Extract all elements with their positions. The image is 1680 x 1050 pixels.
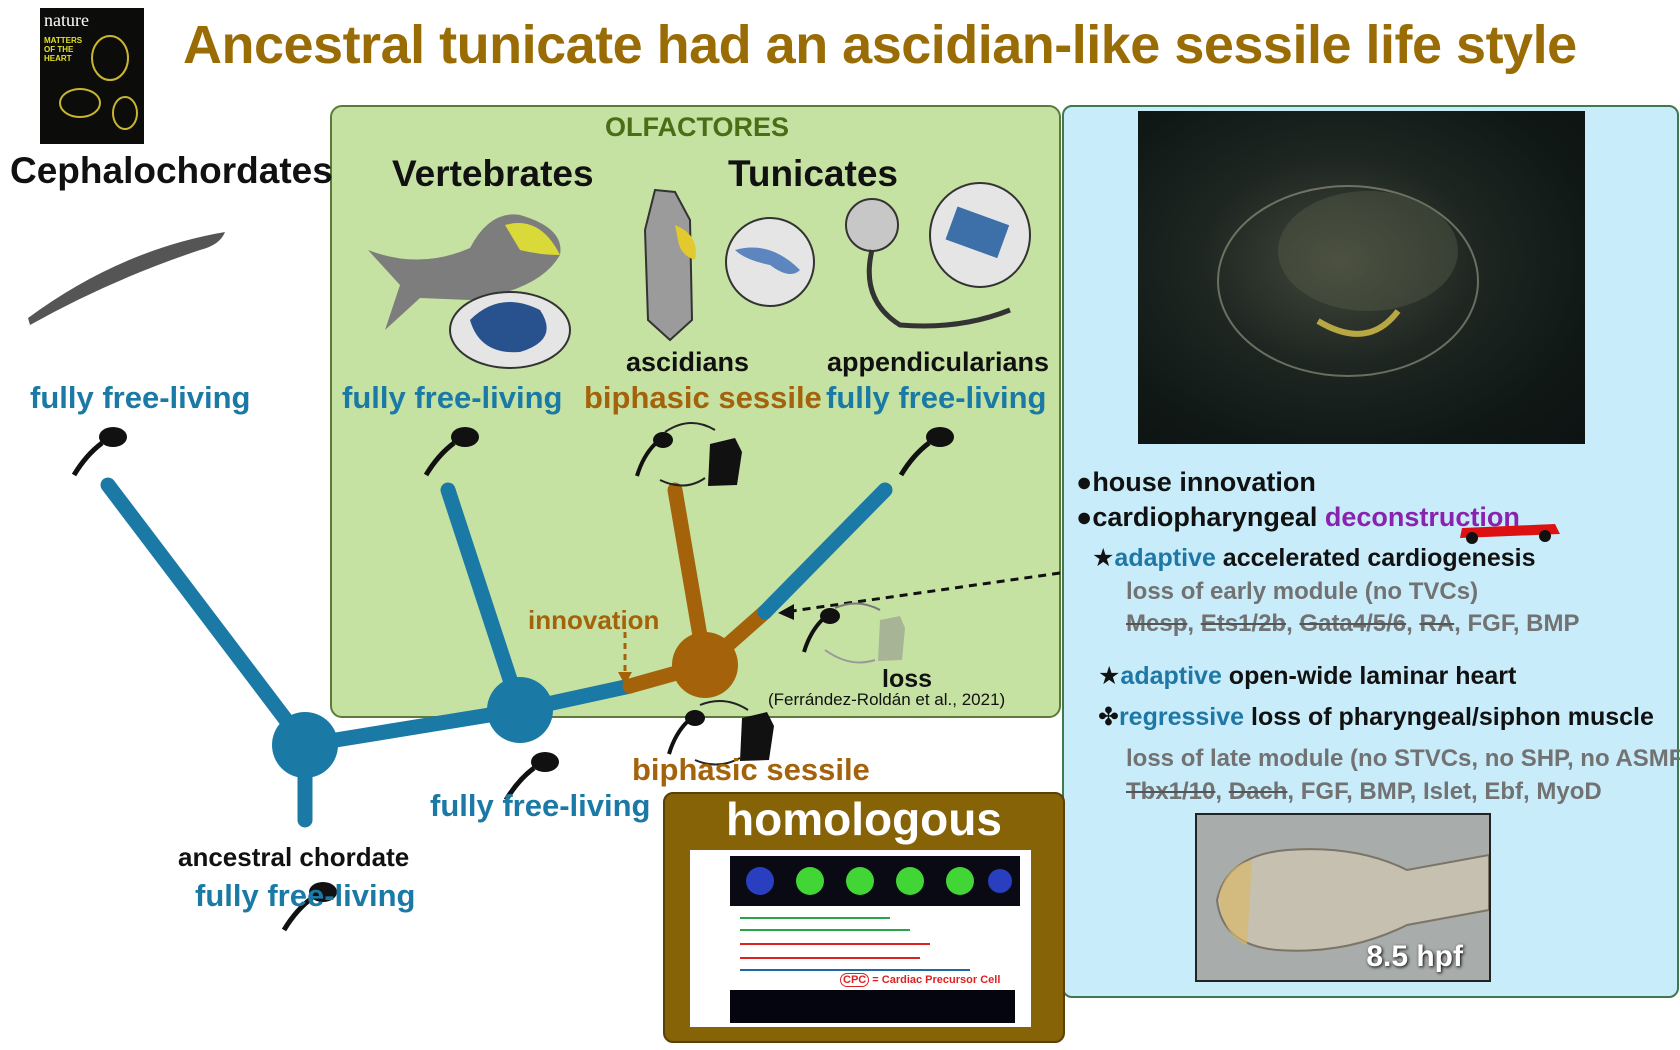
cycle-arrow [835, 603, 880, 610]
larva-icon [426, 427, 479, 475]
larva-icon [901, 427, 954, 475]
cycle-arrow [665, 423, 715, 432]
embryo-precursor-image [730, 990, 1015, 1023]
gene-struck: Mesp [1126, 610, 1187, 637]
lifestyle-ascidians: biphasic sessile [584, 380, 822, 416]
branch-appendicularians [765, 490, 885, 612]
bullet-adaptive-cardiogenesis: ★adaptive accelerated cardiogenesis [1092, 543, 1535, 573]
label-appendicularians: appendicularians [827, 347, 1049, 378]
node-ancestral-chordate [272, 712, 338, 778]
lifestyle-tunicate-node: biphasic sessile [632, 752, 870, 788]
regressive-text: loss of pharyngeal/siphon muscle [1244, 703, 1654, 731]
lifestyle-cephalochordates: fully free-living [30, 380, 250, 416]
amphioxus-icon [28, 232, 225, 325]
genes-kept: FGF, BMP, Islet, Ebf, MyoD [1301, 778, 1602, 805]
house-text: house innovation [1092, 467, 1316, 497]
cpc-legend: CPC = Cardiac Precursor Cell [840, 974, 1000, 986]
gene-struck: RA [1420, 610, 1455, 637]
bullet-house-innovation: ●house innovation [1076, 467, 1316, 498]
adaptive-text: open-wide laminar heart [1222, 662, 1517, 690]
gene-struck: Gata4/5/6 [1299, 610, 1406, 637]
adaptive-text: accelerated cardiogenesis [1216, 544, 1536, 572]
oikopleura-house-photo [1138, 111, 1585, 444]
sessile-adult-icon [708, 438, 742, 486]
cpc-abbrev: CPC [840, 973, 869, 987]
label-ascidians: ascidians [626, 347, 749, 378]
embryo-panels-image [730, 856, 1020, 906]
ascidian-icon [645, 190, 696, 340]
lifestyle-ancestral: fully free-living [195, 878, 415, 914]
late-module-loss: loss of late module (no STVCs, no SHP, n… [1126, 745, 1680, 773]
cpc-text: = Cardiac Precursor Cell [872, 974, 1000, 986]
cardio-word: deconstruction [1325, 502, 1520, 532]
lifestyle-vertebrates: fully free-living [342, 380, 562, 416]
cardio-prefix: cardiopharyngeal [1092, 502, 1325, 532]
lifestyle-olfactores-node: fully free-living [430, 788, 650, 824]
adaptive-keyword: adaptive [1114, 544, 1215, 572]
adaptive-keyword: adaptive [1120, 662, 1221, 690]
larva-icon [669, 710, 705, 754]
bullet-cardio: ●cardiopharyngeal deconstruction [1076, 502, 1520, 533]
bullet-regressive: ✤regressive loss of pharyngeal/siphon mu… [1098, 702, 1654, 732]
larva-icon [804, 608, 840, 652]
loss-arrow [785, 573, 1060, 612]
larva-icon [637, 432, 673, 476]
cycle-arrow [700, 701, 748, 710]
lifestyle-appendicularians: fully free-living [826, 380, 1046, 416]
node-tunicates [672, 632, 738, 698]
bullet-adaptive-heart: ★adaptive open-wide laminar heart [1098, 661, 1516, 691]
node-olfactores [487, 677, 553, 743]
embryo-stage-label: 8.5 hpf [1366, 940, 1463, 974]
late-module-genes: Tbx1/10, Dach, FGF, BMP, Islet, Ebf, Myo… [1126, 778, 1602, 806]
early-module-loss: loss of early module (no TVCs) [1126, 578, 1478, 606]
label-cephalochordates: Cephalochordates [10, 150, 333, 192]
embryo-8-5-hpf-photo: 8.5 hpf [1195, 813, 1491, 982]
homologous-title: homologous [726, 792, 1002, 846]
branch-cephalochordates [108, 485, 305, 745]
label-innovation: innovation [528, 605, 659, 636]
larva-icon [74, 427, 127, 475]
gene-struck: Tbx1/10 [1126, 778, 1215, 805]
citation: (Ferrández-Roldán et al., 2021) [768, 690, 1005, 710]
cardiac-lineage-figure: CPC = Cardiac Precursor Cell [690, 850, 1031, 1027]
gene-struck: Ets1/2b [1201, 610, 1286, 637]
lost-sessile-adult-icon [878, 616, 905, 661]
cycle-arrow [660, 478, 705, 486]
genes-kept: FGF, BMP [1468, 610, 1580, 637]
label-olfactores: OLFACTORES [605, 112, 789, 143]
label-vertebrates: Vertebrates [392, 153, 594, 195]
branch-vertebrates [448, 490, 520, 710]
early-module-genes: Mesp, Ets1/2b, Gata4/5/6, RA, FGF, BMP [1126, 610, 1580, 638]
regressive-keyword: regressive [1119, 703, 1244, 731]
cycle-arrow [825, 650, 875, 662]
gene-struck: Dach [1229, 778, 1288, 805]
label-tunicates: Tunicates [728, 153, 898, 195]
label-ancestral-chordate: ancestral chordate [178, 842, 409, 873]
